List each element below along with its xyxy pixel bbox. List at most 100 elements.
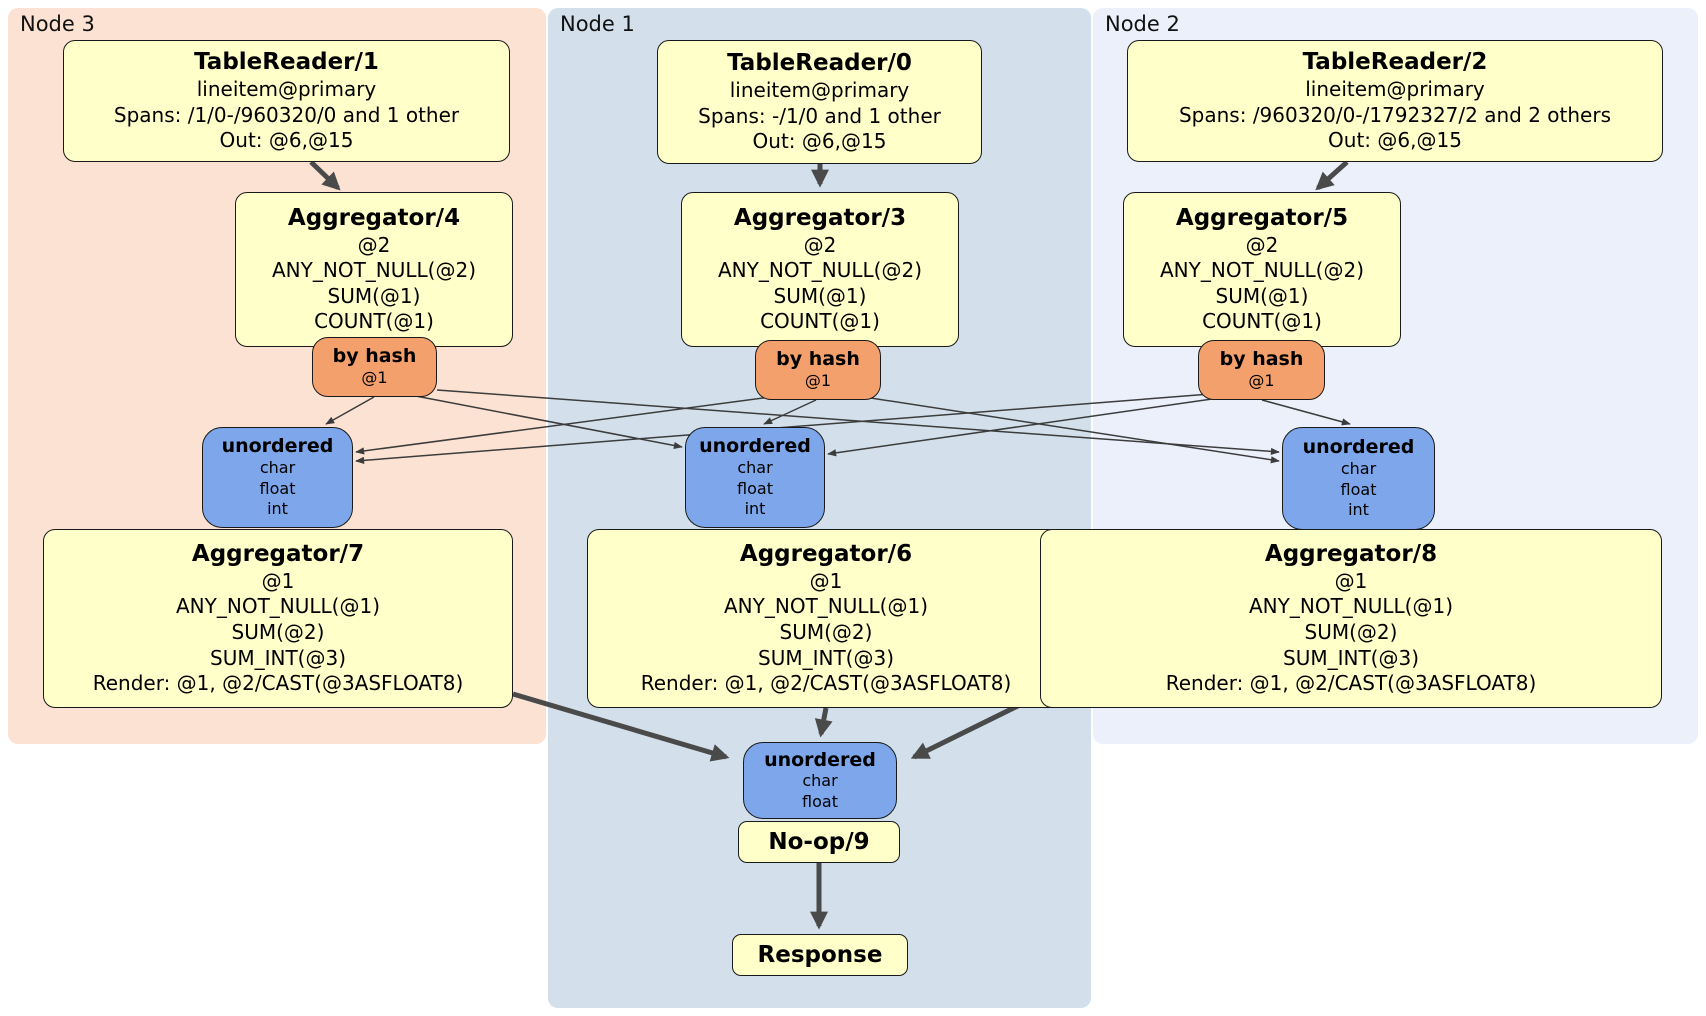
- edge-router1-sync1: [763, 399, 817, 425]
- sync-line: char: [259, 458, 296, 478]
- box-line: ANY_NOT_NULL(@1): [176, 594, 380, 619]
- aggregator-7-box: Aggregator/7 @1 ANY_NOT_NULL(@1) SUM(@2)…: [43, 529, 513, 708]
- tablereader-1-title: TableReader/1: [194, 49, 379, 76]
- box-line: Out: @6,@15: [219, 128, 354, 153]
- node3-label: Node 3: [20, 12, 95, 36]
- box-line: SUM_INT(@3): [210, 645, 346, 670]
- box-line: lineitem@primary: [1305, 76, 1485, 101]
- box-line: @2: [1245, 232, 1279, 257]
- router-by-hash-node2: by hash @1: [1198, 340, 1325, 400]
- box-line: ANY_NOT_NULL(@1): [724, 594, 928, 619]
- sync-line: char: [737, 458, 773, 478]
- edge-router1-sync3: [355, 393, 794, 455]
- router-title: by hash: [332, 345, 417, 368]
- box-line: @1: [809, 568, 843, 593]
- sync-unordered-node2: unordered char float int: [1282, 427, 1435, 530]
- sync-title: unordered: [699, 435, 811, 458]
- edge-aggregator7-finalsync: [512, 691, 730, 762]
- sync-title: unordered: [764, 748, 876, 771]
- router-by-hash-node1: by hash @1: [755, 340, 881, 400]
- sync-unordered-node1: unordered char float int: [685, 427, 825, 528]
- response-box: Response: [732, 934, 908, 976]
- router-by-hash-node3: by hash @1: [312, 337, 437, 397]
- tablereader-2-title: TableReader/2: [1302, 49, 1488, 76]
- box-line: Spans: /1/0-/960320/0 and 1 other: [113, 102, 460, 127]
- sync-line: float: [737, 478, 773, 498]
- box-line: SUM(@2): [779, 620, 873, 645]
- box-line: @2: [357, 232, 391, 257]
- box-line: SUM_INT(@3): [758, 645, 894, 670]
- box-line: @1: [1334, 568, 1368, 593]
- box-line: COUNT(@1): [760, 309, 880, 334]
- router-detail: @1: [361, 368, 388, 388]
- box-line: SUM(@1): [1215, 283, 1309, 308]
- aggregator-7-title: Aggregator/7: [191, 541, 365, 568]
- aggregator-6-title: Aggregator/6: [739, 541, 913, 568]
- router-title: by hash: [776, 348, 860, 371]
- aggregator-6-box: Aggregator/6 @1 ANY_NOT_NULL(@1) SUM(@2)…: [587, 529, 1065, 708]
- box-line: ANY_NOT_NULL(@2): [272, 258, 476, 283]
- edge-tablereader1-aggregator4: [309, 160, 341, 191]
- sync-line: float: [259, 478, 296, 498]
- box-line: ANY_NOT_NULL(@2): [1160, 258, 1364, 283]
- box-line: Render: @1, @2/CAST(@3ASFLOAT8): [1165, 671, 1537, 696]
- sync-title: unordered: [1302, 436, 1415, 459]
- aggregator-5-title: Aggregator/5: [1175, 204, 1349, 231]
- box-line: COUNT(@1): [314, 309, 434, 334]
- aggregator-3-box: Aggregator/3 @2 ANY_NOT_NULL(@2) SUM(@1)…: [681, 192, 959, 347]
- response-title: Response: [757, 941, 883, 968]
- tablereader-1-box: TableReader/1 lineitem@primary Spans: /1…: [63, 40, 510, 162]
- router-detail: @1: [1248, 371, 1275, 391]
- sync-line: int: [267, 499, 288, 519]
- box-line: @2: [803, 232, 837, 257]
- aggregator-4-title: Aggregator/4: [287, 204, 461, 231]
- sync-line: float: [802, 791, 838, 811]
- edge-router2-sync1: [827, 395, 1234, 457]
- sync-line: char: [1340, 459, 1377, 479]
- router-title: by hash: [1219, 348, 1304, 371]
- sync-line: int: [1348, 500, 1369, 520]
- aggregator-5-box: Aggregator/5 @2 ANY_NOT_NULL(@2) SUM(@1)…: [1123, 192, 1401, 347]
- edge-tablereader2-aggregator5: [1315, 160, 1349, 191]
- box-line: SUM(@2): [231, 620, 325, 645]
- edge-router3-sync3: [325, 396, 375, 425]
- box-line: ANY_NOT_NULL(@2): [718, 258, 922, 283]
- tablereader-0-box: TableReader/0 lineitem@primary Spans: -/…: [657, 40, 982, 164]
- box-line: lineitem@primary: [729, 77, 910, 102]
- sync-line: char: [802, 771, 838, 791]
- box-line: SUM(@1): [327, 283, 421, 308]
- box-line: SUM_INT(@3): [1283, 645, 1419, 670]
- edge-router2-sync3: [355, 391, 1237, 464]
- sync-line: int: [744, 499, 766, 519]
- box-line: SUM(@1): [773, 283, 867, 308]
- edge-router2-sync2: [1261, 399, 1351, 426]
- box-line: COUNT(@1): [1202, 309, 1322, 334]
- box-line: SUM(@2): [1304, 620, 1398, 645]
- edge-aggregator6-finalsync: [814, 707, 833, 738]
- box-line: Spans: /960320/0-/1792327/2 and 2 others: [1178, 102, 1611, 127]
- aggregator-3-title: Aggregator/3: [733, 204, 907, 231]
- noop-box: No-op/9: [738, 821, 900, 863]
- box-line: @1: [261, 568, 295, 593]
- tablereader-2-box: TableReader/2 lineitem@primary Spans: /9…: [1127, 40, 1663, 162]
- box-line: Spans: -/1/0 and 1 other: [698, 103, 941, 128]
- sync-line: float: [1340, 479, 1377, 499]
- node2-label: Node 2: [1105, 12, 1180, 36]
- tablereader-0-title: TableReader/0: [727, 50, 912, 77]
- sync-title: unordered: [221, 435, 334, 458]
- sync-unordered-node3: unordered char float int: [202, 427, 353, 528]
- sync-unordered-final: unordered char float: [743, 742, 897, 819]
- box-line: Render: @1, @2/CAST(@3ASFLOAT8): [640, 671, 1012, 696]
- edge-router1-sync2: [844, 393, 1280, 464]
- box-line: Out: @6,@15: [1328, 128, 1462, 153]
- box-line: Render: @1, @2/CAST(@3ASFLOAT8): [92, 671, 464, 696]
- edge-router3-sync1: [399, 392, 683, 450]
- aggregator-8-box: Aggregator/8 @1 ANY_NOT_NULL(@1) SUM(@2)…: [1040, 529, 1662, 708]
- node1-label: Node 1: [560, 12, 635, 36]
- router-detail: @1: [804, 371, 832, 391]
- aggregator-8-title: Aggregator/8: [1264, 541, 1438, 568]
- noop-title: No-op/9: [768, 828, 870, 855]
- aggregator-4-box: Aggregator/4 @2 ANY_NOT_NULL(@2) SUM(@1)…: [235, 192, 513, 347]
- box-line: lineitem@primary: [196, 76, 377, 101]
